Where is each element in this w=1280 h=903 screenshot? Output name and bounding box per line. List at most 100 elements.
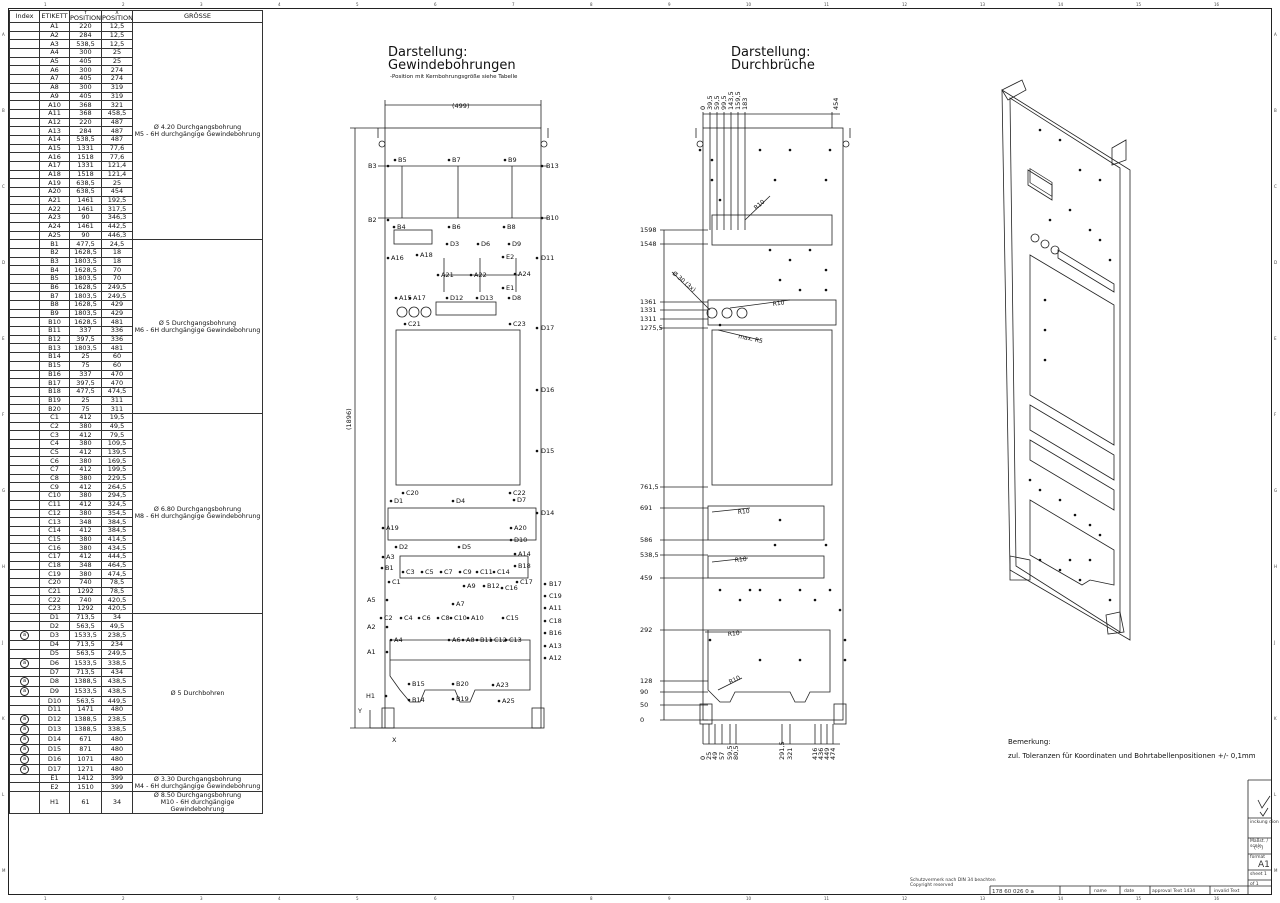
grid-col-4: 4: [278, 896, 281, 901]
hole-marker-b12: [482, 584, 486, 588]
hole-label-b6: B6: [452, 223, 461, 231]
iso-marker-5: [1088, 228, 1092, 232]
cutout-marker-6: [824, 288, 828, 292]
revision-index-mark: a: [20, 659, 29, 667]
iso-marker-11: [1043, 358, 1047, 362]
hole-label-b16: B16: [549, 629, 562, 637]
hole-marker-a11: [543, 606, 547, 610]
grid-row-E: E: [1274, 336, 1277, 341]
hole-label-b20: B20: [456, 680, 469, 688]
hole-label-b7: B7: [452, 156, 461, 164]
bottom-dim-7: 321: [786, 748, 794, 760]
cutout-marker-31: [828, 148, 832, 152]
remarks-heading: Bemerkung:: [1008, 738, 1051, 746]
grid-col-9: 9: [668, 2, 671, 7]
hole-label-a12: A12: [549, 654, 562, 662]
hole-label-b2: B2: [368, 216, 377, 224]
iso-marker-0: [1038, 128, 1042, 132]
drawing-frame: [8, 8, 1272, 895]
grid-col-13: 13: [980, 896, 986, 901]
hole-marker-a4: [389, 638, 393, 642]
approval-label: approval Text 1434: [1152, 889, 1196, 894]
grid-row-K: K: [2, 716, 5, 721]
hole-label-a25: A25: [502, 697, 515, 705]
hole-marker-d16: [535, 388, 539, 392]
bottom-dim-9: 436: [817, 748, 825, 760]
grid-col-5: 5: [356, 896, 359, 901]
cutout-marker-29: [710, 178, 714, 182]
revision-index-mark: a: [20, 765, 29, 774]
hole-label-b12: B12: [487, 582, 500, 590]
left-dim-15: 0: [640, 716, 644, 724]
hole-marker-a2: [385, 625, 389, 629]
hole-marker-b9: [503, 158, 507, 162]
bottom-dim-2: 49: [711, 752, 719, 760]
revision-index-mark: a: [20, 735, 29, 744]
hole-marker-d10: [509, 538, 513, 542]
grid-row-L: L: [1274, 792, 1277, 797]
hole-label-b18: B18: [518, 562, 531, 570]
hole-marker-e1: [501, 286, 505, 290]
grid-col-16: 16: [1214, 896, 1220, 901]
cutout-marker-18: [718, 588, 722, 592]
hole-label-c21: C21: [408, 320, 421, 328]
grid-row-B: B: [1274, 108, 1277, 113]
left-dim-9: 538,5: [640, 551, 659, 559]
hole-label-c10: C10: [454, 614, 467, 622]
hole-marker-a1: [385, 650, 389, 654]
grid-row-K: K: [1274, 716, 1277, 721]
radius-label-1: R10: [772, 299, 785, 308]
left-dim-12: 128: [640, 677, 652, 685]
grid-row-J: J: [2, 640, 4, 645]
hole-label-b1: B1: [385, 564, 394, 572]
grid-col-12: 12: [902, 896, 908, 901]
hole-label-c19: C19: [549, 592, 562, 600]
bottom-dim-10: 449: [823, 748, 831, 760]
hole-marker-c6: [417, 616, 421, 620]
hole-marker-a17: [408, 296, 412, 300]
cutout-marker-10: [773, 543, 777, 547]
hole-marker-a10: [466, 616, 470, 620]
iso-marker-13: [1038, 488, 1042, 492]
left-dim-0: 1598: [640, 226, 657, 234]
hole-marker-a15: [394, 296, 398, 300]
hole-label-b5: B5: [398, 156, 407, 164]
hole-label-a1: A1: [367, 648, 376, 656]
hole-marker-d13: [475, 296, 479, 300]
grid-col-11: 11: [824, 896, 830, 901]
hole-marker-c1: [387, 580, 391, 584]
hole-marker-a5: [385, 598, 389, 602]
iso-marker-15: [1073, 513, 1077, 517]
header-index: Index: [9, 10, 40, 23]
cutout-marker-24: [843, 638, 847, 642]
grid-row-C: C: [2, 184, 5, 189]
iso-marker-17: [1098, 533, 1102, 537]
iso-marker-23: [1108, 598, 1112, 602]
hole-marker-a18: [415, 253, 419, 257]
hole-label-b11: B11: [480, 636, 493, 644]
diameter-label: Ø 30 (3x): [671, 270, 697, 294]
cutout-marker-20: [748, 588, 752, 592]
hole-label-a16: A16: [391, 254, 404, 262]
cutout-marker-19: [738, 598, 742, 602]
hole-marker-a13: [543, 644, 547, 648]
cutout-marker-1: [788, 258, 792, 262]
grid-col-8: 8: [590, 2, 593, 7]
hole-marker-c15: [501, 616, 505, 620]
hole-label-b19: B19: [456, 695, 469, 703]
